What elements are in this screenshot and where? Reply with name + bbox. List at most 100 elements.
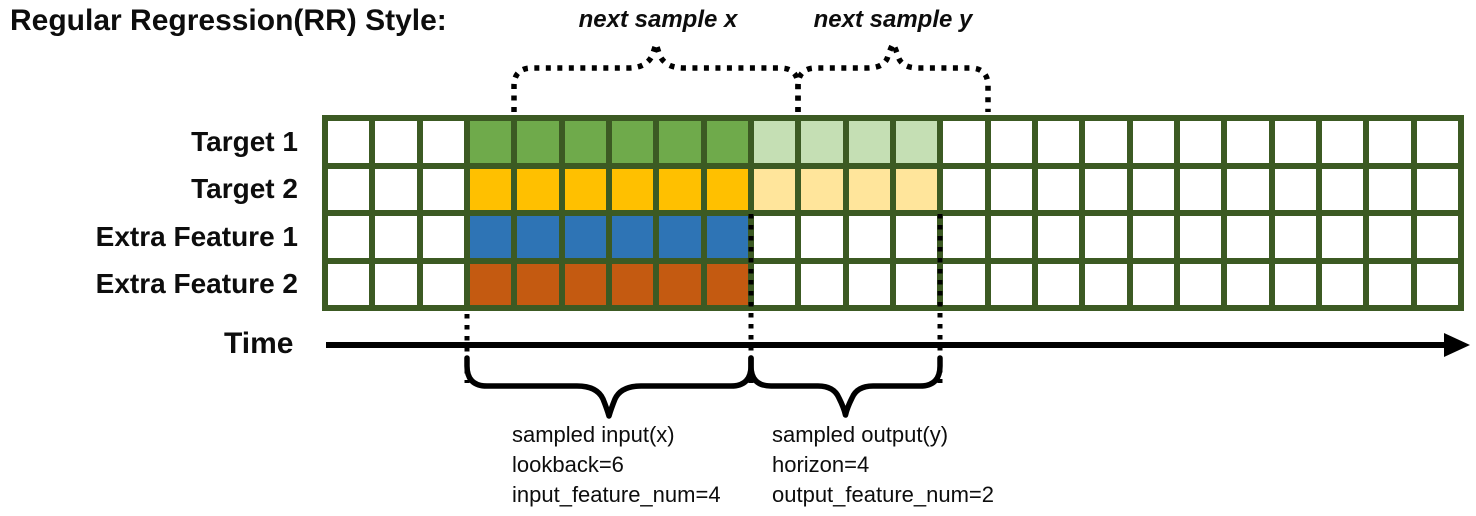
grid-cell-r3-c10 (753, 216, 796, 258)
grid-cell-r4-c16 (1037, 263, 1080, 305)
grid-cell-r2-c9 (706, 168, 748, 210)
grid-cell-r1-c16 (1037, 121, 1080, 163)
grid-cell-r4-c15 (990, 263, 1032, 305)
grid-cell-r3-c23 (1369, 216, 1411, 258)
grid-cell-r4-c22 (1321, 263, 1364, 305)
grid-cell-r4-c9 (706, 263, 748, 305)
grid-cell-r2-c7 (611, 168, 654, 210)
grid-cell-r1-c18 (1132, 121, 1174, 163)
grid-cell-r2-c8 (659, 168, 701, 210)
sampled-output-caption: sampled output(y) horizon=4 output_featu… (772, 420, 994, 510)
grid-cell-r4-c4 (469, 263, 512, 305)
grid-cell-r3-c3 (422, 216, 464, 258)
time-axis-label: Time (224, 327, 294, 360)
grid-cell-r1-c15 (990, 121, 1032, 163)
grid-cell-r2-c10 (753, 168, 796, 210)
grid-cell-r3-c22 (1321, 216, 1364, 258)
grid-cell-r2-c22 (1321, 168, 1364, 210)
horizon-value: horizon=4 (772, 452, 870, 477)
grid-cell-r4-c14 (943, 263, 985, 305)
grid-cell-r2-c2 (375, 168, 417, 210)
next-sample-x-label: next sample x (578, 6, 738, 33)
grid-cell-r4-c7 (611, 263, 654, 305)
grid-cell-r1-c2 (375, 121, 417, 163)
grid-cell-r2-c11 (801, 168, 843, 210)
input-feature-num-value: input_feature_num=4 (512, 482, 721, 507)
grid-cell-r3-c19 (1179, 216, 1222, 258)
grid-cell-r1-c6 (564, 121, 606, 163)
grid-cell-r2-c1 (328, 168, 370, 210)
grid-cell-r3-c5 (517, 216, 559, 258)
grid-cell-r1-c1 (328, 121, 370, 163)
grid-cell-r4-c12 (848, 263, 890, 305)
output-feature-num-value: output_feature_num=2 (772, 482, 995, 507)
grid-cell-r1-c4 (469, 121, 512, 163)
grid-cell-r2-c24 (1416, 168, 1458, 210)
grid-cell-r1-c14 (943, 121, 985, 163)
grid-cell-r3-c18 (1132, 216, 1174, 258)
grid-cell-r1-c8 (659, 121, 701, 163)
row-label-extra-feature-2: Extra Feature 2 (95, 268, 298, 300)
grid-cell-r3-c6 (564, 216, 606, 258)
grid-cell-r1-c21 (1274, 121, 1316, 163)
grid-cell-r1-c19 (1179, 121, 1222, 163)
grid-cell-r4-c21 (1274, 263, 1316, 305)
grid-cell-r3-c2 (375, 216, 417, 258)
grid-cell-r1-c17 (1085, 121, 1127, 163)
grid-cell-r3-c7 (611, 216, 654, 258)
sampled-output-brace (748, 355, 943, 418)
next-sample-y-label: next sample y (813, 6, 973, 33)
grid-cell-r1-c3 (422, 121, 464, 163)
grid-cell-r4-c8 (659, 263, 701, 305)
sampled-input-title: sampled input(x) (512, 422, 675, 447)
grid-cell-r4-c23 (1369, 263, 1411, 305)
grid-cell-r4-c5 (517, 263, 559, 305)
grid-cell-r2-c5 (517, 168, 559, 210)
grid-cell-r2-c3 (422, 168, 464, 210)
grid-cell-r1-c22 (1321, 121, 1364, 163)
grid-cell-r4-c6 (564, 263, 606, 305)
sampled-input-caption: sampled input(x) lookback=6 input_featur… (512, 420, 721, 510)
grid-cell-r1-c20 (1227, 121, 1269, 163)
grid-cell-r2-c14 (943, 168, 985, 210)
grid-cell-r3-c9 (706, 216, 748, 258)
grid-cell-r2-c6 (564, 168, 606, 210)
sampled-output-title: sampled output(y) (772, 422, 949, 447)
grid-cell-r4-c18 (1132, 263, 1174, 305)
grid-cell-r1-c12 (848, 121, 890, 163)
grid-cell-r4-c17 (1085, 263, 1127, 305)
grid-cell-r1-c23 (1369, 121, 1411, 163)
grid-cell-r1-c5 (517, 121, 559, 163)
grid-cell-r2-c15 (990, 168, 1032, 210)
row-label-target-2: Target 2 (191, 173, 298, 205)
grid-cell-r4-c24 (1416, 263, 1458, 305)
grid-cell-r4-c13 (895, 263, 938, 305)
grid-cell-r2-c17 (1085, 168, 1127, 210)
row-label-extra-feature-1: Extra Feature 1 (95, 220, 298, 252)
grid-cell-r4-c10 (753, 263, 796, 305)
grid-cell-r2-c20 (1227, 168, 1269, 210)
grid-cell-r3-c13 (895, 216, 938, 258)
grid-cell-r1-c24 (1416, 121, 1458, 163)
grid-cell-r3-c21 (1274, 216, 1316, 258)
grid-cell-r2-c18 (1132, 168, 1174, 210)
grid-cell-r2-c21 (1274, 168, 1316, 210)
timeseries-grid (322, 115, 1464, 311)
grid-cell-r2-c13 (895, 168, 938, 210)
grid-cell-r4-c1 (328, 263, 370, 305)
grid-cell-r3-c4 (469, 216, 512, 258)
grid-cell-r4-c2 (375, 263, 417, 305)
grid-cell-r2-c4 (469, 168, 512, 210)
grid-cell-r2-c23 (1369, 168, 1411, 210)
grid-cell-r3-c1 (328, 216, 370, 258)
grid-cell-r3-c14 (943, 216, 985, 258)
grid-cell-r1-c13 (895, 121, 938, 163)
next-sample-x-brace (511, 35, 801, 112)
grid-cell-r4-c3 (422, 263, 464, 305)
grid-cell-r2-c19 (1179, 168, 1222, 210)
grid-cell-r3-c8 (659, 216, 701, 258)
grid-cell-r4-c11 (801, 263, 843, 305)
grid-cell-r4-c19 (1179, 263, 1222, 305)
